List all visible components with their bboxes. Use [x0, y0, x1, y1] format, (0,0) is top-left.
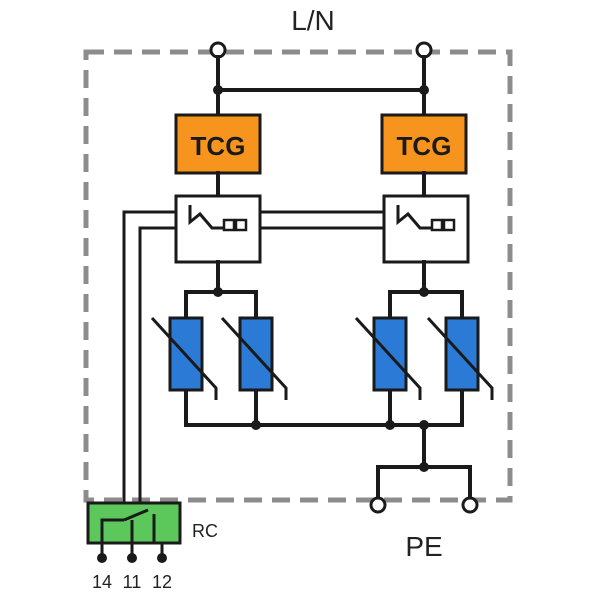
pe-terminal-right-icon	[461, 496, 479, 514]
bus-junction-2	[385, 420, 395, 430]
varistor-2-icon	[220, 316, 288, 400]
pin-label-11: 11	[123, 572, 142, 592]
pe-terminal-left-icon	[369, 496, 387, 514]
tcg-left: TCG	[174, 113, 262, 175]
varistor-4-icon	[426, 316, 494, 400]
rc-label: RC	[192, 521, 218, 541]
signal-line-outer	[122, 210, 386, 503]
top-junction-left	[213, 85, 223, 95]
tcg-left-label: TCG	[191, 131, 246, 161]
pin-label-12: 12	[152, 572, 172, 592]
pe-label: PE	[405, 531, 442, 562]
tcg-right-label: TCG	[397, 131, 452, 161]
relay-contact-icon	[86, 501, 182, 545]
pin-label-14: 14	[92, 572, 112, 592]
rc-pin-2-icon	[127, 553, 137, 563]
top-terminal-right-icon	[415, 41, 433, 59]
thermal-disconnector-left-icon	[174, 194, 262, 264]
signal-line-inner	[138, 226, 386, 503]
top-junction-right	[419, 85, 429, 95]
rc-pin-3-icon	[157, 553, 167, 563]
top-terminal-left-icon	[209, 41, 227, 59]
tcg-right: TCG	[380, 113, 468, 175]
varistor-3-icon	[354, 316, 422, 400]
bus-junction-1	[251, 420, 261, 430]
rc-pin-1-icon	[97, 553, 107, 563]
enclosure-outline	[83, 49, 513, 503]
top-label: L/N	[291, 5, 335, 36]
tcg-left-box	[174, 113, 262, 175]
thermal-disconnector-right-icon	[382, 194, 470, 264]
varistor-1-icon	[150, 316, 218, 400]
